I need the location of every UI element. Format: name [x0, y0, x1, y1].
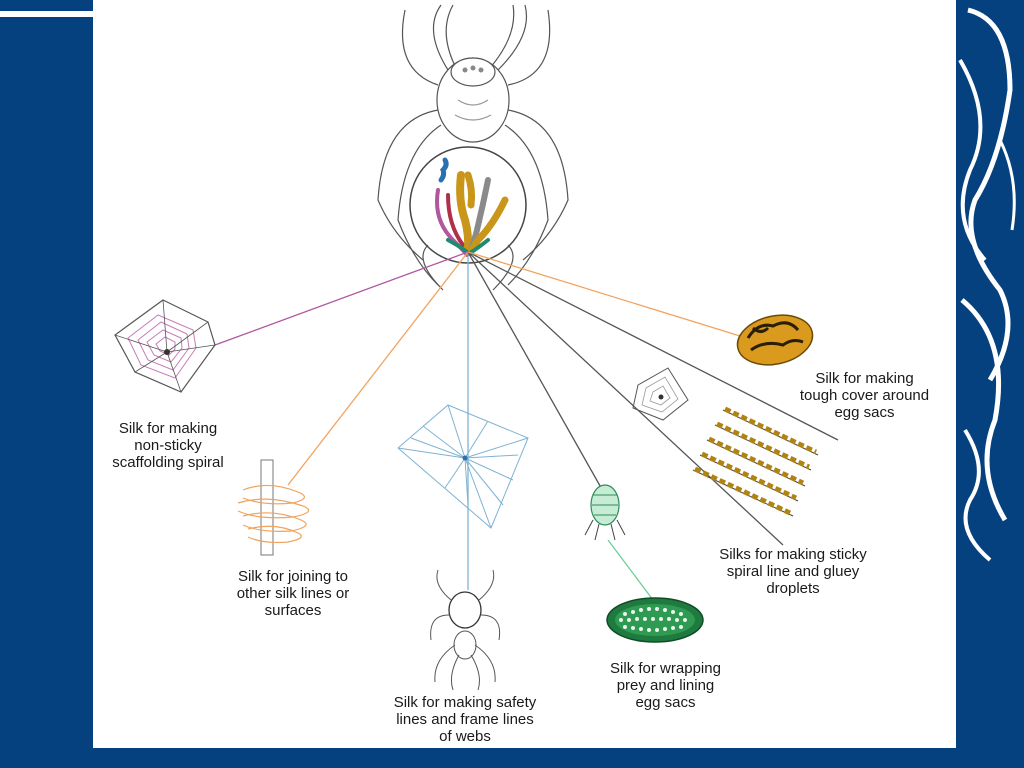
tough-egg-case [736, 314, 814, 366]
silk-line-sticky-upper [467, 251, 839, 441]
egg-dots [619, 607, 687, 632]
hanging-spider [430, 569, 501, 691]
deco-swirl-right-3 [960, 298, 1008, 522]
deco-swirl-right-1 [967, 7, 1013, 382]
spider-eye [470, 65, 476, 71]
scaffold-hub [164, 349, 170, 355]
scaffold-spiral [127, 314, 197, 379]
wrapped-prey [584, 484, 626, 541]
hanging-spider-thorax [453, 630, 477, 660]
spider-leg [445, 4, 457, 69]
spider-thorax-markings [454, 99, 492, 121]
spider-head [450, 57, 496, 87]
silk-line-sticky-lower [467, 251, 784, 546]
gland-blue [438, 157, 449, 183]
sticky-web-small [632, 367, 689, 421]
gland-gold-1 [456, 171, 473, 254]
gland-red [446, 193, 465, 247]
silk-line-joining [287, 251, 469, 486]
deco-swirl-right-4 [963, 428, 992, 562]
spider-leg [489, 4, 515, 69]
spider-leg [401, 9, 439, 86]
sticky-web [632, 367, 819, 517]
sticky-web-spiral [641, 376, 679, 413]
gland-gold-3 [466, 196, 509, 256]
label-wrapping-silk: Silk for wrapping prey and lining egg sa… [610, 660, 721, 711]
diagram-panel: Silk for making non-sticky scaffolding s… [93, 0, 956, 748]
silk-line-eggcase [467, 251, 754, 341]
spider-leg [492, 244, 514, 291]
egg-case-outer [736, 314, 814, 366]
sticky-web-hub [658, 394, 664, 400]
silk-line-wrapping-tail [607, 539, 654, 601]
prey-legs [584, 519, 626, 541]
deco-swirl-right-2 [958, 58, 987, 262]
gluey-droplets [693, 406, 818, 516]
attachment-silk [237, 459, 310, 556]
label-scaffolding-silk: Silk for making non-sticky scaffolding s… [112, 420, 224, 471]
spider-leg [507, 109, 569, 261]
deco-swirl-right-5 [998, 139, 1016, 231]
label-egg-cover-silk: Silk for making tough cover around egg s… [799, 370, 930, 421]
label-sticky-silk: Silks for making sticky spiral line and … [719, 546, 867, 597]
hanging-spider-legs [430, 569, 501, 691]
scaffolding-web [114, 299, 216, 393]
label-joining-silk: Silk for joining to other silk lines or … [236, 568, 350, 619]
spider-leg [397, 124, 442, 286]
spider-eye [478, 67, 484, 73]
frame-web [397, 404, 529, 529]
egg-case-texture [746, 321, 804, 352]
spider-leg [432, 4, 449, 71]
silk-glands [435, 157, 509, 257]
spider-leg [507, 9, 551, 86]
spider-leg [504, 124, 549, 286]
scaffold-frame [114, 299, 216, 393]
spider-silk-diagram: Silk for making non-sticky scaffolding s… [112, 4, 930, 745]
silk-line-scaffolding [214, 251, 469, 346]
spider-illustration [377, 4, 569, 291]
hanging-spider-abdomen [448, 591, 482, 629]
frame-web-outline [397, 404, 529, 529]
attachment-stalk [260, 459, 274, 556]
silk-lines [214, 251, 839, 601]
frame-web-radii [397, 404, 529, 529]
spider-leg [497, 4, 528, 71]
frame-web-hub [462, 455, 468, 461]
attachment-coils [237, 484, 310, 544]
spider-leg [377, 109, 439, 261]
spider-leg [422, 244, 444, 291]
gland-gold-2 [464, 171, 476, 209]
lined-egg-sac [606, 597, 704, 643]
label-safety-silk: Silk for making safety lines and frame l… [393, 694, 537, 745]
silk-line-wrapping [467, 251, 609, 501]
prey-wrapping-bands [592, 494, 618, 516]
scaffold-radii [114, 299, 216, 393]
spider-eye [462, 67, 468, 73]
